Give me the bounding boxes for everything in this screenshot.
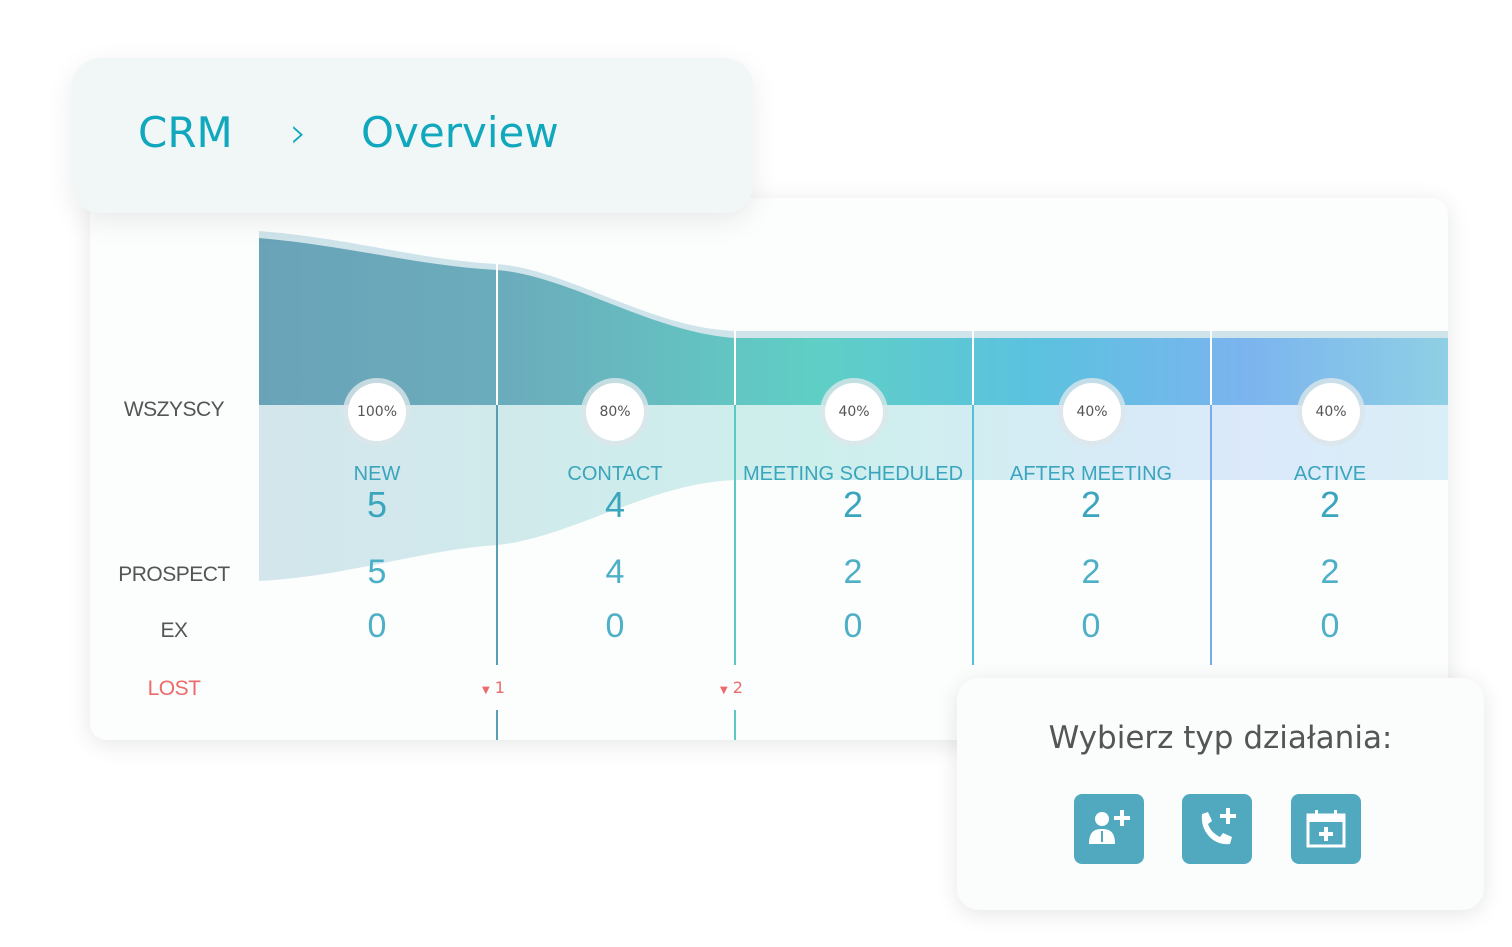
stage-name: ACTIVE [1293,463,1367,485]
add-contact-button[interactable] [1074,794,1144,864]
stage-name: AFTER MEETING [1009,463,1173,485]
stage-percent-badge: 40% [1063,383,1121,441]
stage-prospect-value: 4 [605,553,625,591]
stage-name: NEW [353,463,401,485]
stage-percent-badge: 100% [348,383,406,441]
stage-prospect-value: 5 [367,553,387,591]
stage-prospect-value: 2 [1081,553,1101,591]
stage-dividers [496,264,1212,740]
stage-prospect-value: 2 [1320,553,1340,591]
action-type-panel: Wybierz typ działania: [957,678,1484,910]
lost-marker[interactable]: ▼ 2 [720,678,743,697]
caret-down-icon: ▼ [482,685,490,696]
row-label-prospect: PROSPECT [118,563,230,586]
stage-count: 2 [1080,484,1102,525]
lost-marker[interactable]: ▼ 1 [482,678,505,697]
stage-ex-value: 0 [1081,607,1101,645]
breadcrumb-overview: Overview [361,108,559,157]
stage-count: 2 [1319,484,1341,525]
funnel-card [90,198,1448,740]
stage-percent-badge: 80% [586,383,644,441]
stage-ex-value: 0 [1320,607,1340,645]
stage-name: CONTACT [567,463,663,485]
stage-ex-value: 0 [605,607,625,645]
stage-count: 4 [604,484,626,525]
caret-down-icon: ▼ [720,685,728,696]
add-call-icon [1201,808,1236,845]
stage-ex-value: 0 [367,607,387,645]
add-event-button[interactable] [1291,794,1361,864]
breadcrumb: CRM › Overview [72,58,753,213]
row-label-all: WSZYSCY [123,398,225,421]
stage-ex-value: 0 [843,607,863,645]
stage-percent-badge: 40% [1302,383,1360,441]
funnel-lower-band [259,405,1448,581]
stage-percent-badge: 40% [825,383,883,441]
funnel-chart [259,231,1448,740]
action-panel-title: Wybierz typ działania: [1048,720,1393,756]
add-event-icon [1306,810,1346,848]
row-label-ex: EX [160,619,188,642]
add-call-button[interactable] [1182,794,1252,864]
stage-count: 2 [842,484,864,525]
stage-name: MEETING SCHEDULED [742,463,964,485]
funnel-upper-band [259,238,1448,405]
chevron-right-icon: › [290,108,307,157]
breadcrumb-crm[interactable]: CRM [138,108,233,157]
stage-count: 5 [366,484,388,525]
add-contact-icon [1089,810,1130,844]
row-label-lost: LOST [147,677,201,700]
stage-prospect-value: 2 [843,553,863,591]
